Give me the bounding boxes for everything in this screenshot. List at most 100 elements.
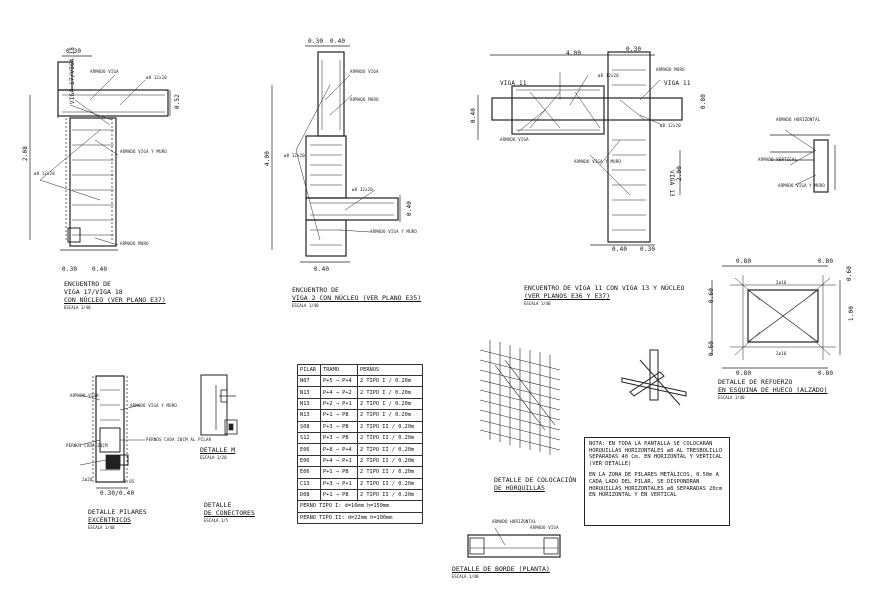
hueco-bar-bot: 2ø16 (776, 351, 787, 356)
detail-hueco (711, 265, 841, 369)
d3-note-0: ARMADO VIGA (500, 137, 529, 142)
table-footer-row: PERNO TIPO I: d=16mm h=150mm (297, 500, 423, 513)
d2-note-1: ARMADO VIGA Y MURO (370, 229, 417, 234)
d3-title-line-2: (VER PLANOS E36 Y E37) (524, 292, 611, 300)
cell-tramo: P+4 → P+1 (320, 454, 358, 468)
cell-pilar: N13 (297, 386, 321, 399)
d4-note-1: ARMADO VERTICAL (758, 157, 798, 162)
borde-note-1: ARMADO VIGA (530, 525, 559, 530)
d3-dim-top-b: 0.30 (626, 46, 642, 53)
d3-note-4: ø8 12x20 (660, 123, 681, 128)
d4-note-0: ARMADO HORIZONTAL (776, 117, 821, 122)
conectores-title-line-2: DE CONECTORES (204, 509, 255, 517)
detalle-m-title: DETALLE M (200, 446, 236, 454)
d3-dim-left: 0.40 (470, 107, 478, 124)
cell-pernos: 2 TIPO II / 0.20m (356, 420, 424, 433)
cell-pernos: 2 TIPO I / 0.20m (356, 397, 424, 411)
d2-note-0: ARMADO VIGA (350, 69, 379, 74)
d2-note-3: ø8 12x20 (284, 153, 305, 158)
cell-pilar: N13 (297, 409, 321, 422)
d1-dim-bot-a: 0.30 (62, 266, 78, 273)
pil-note-0: ARMADO VIGA (70, 393, 99, 398)
hueco-dim-4: 1.00 (848, 305, 856, 322)
detalle-m-scale: ESCALA 1/20 (200, 455, 227, 460)
hueco-dim-7: 0.60 (708, 340, 716, 357)
d1-note-4: ø8 12x20 (34, 171, 55, 176)
d1-note-0: ARMADO VIGA (90, 69, 119, 74)
cell-pernos: 2 TIPO II / 0.20m (356, 488, 424, 502)
hueco-title-line-1: DETALLE DE REFUERZO (718, 378, 793, 386)
hueco-title-line-2: EN ESQUINA DE HUECO (ALZADO) (718, 386, 828, 394)
d3-note-1: ARMADO VIGA Y MURO (574, 159, 621, 164)
horquillas-title: DETALLE DE COLOCACIÓN DE HORQUILLAS (494, 476, 576, 492)
borde-title-line: DETALLE DE BORDE (PLANTA) (452, 565, 550, 573)
cell-pernos: 2 TIPO II / 0.20m (356, 466, 424, 479)
d3-note-3: ø8 12x20 (598, 73, 619, 78)
cell-pilar: E06 (297, 466, 321, 479)
d3-dim-col: 2.00 (676, 165, 684, 182)
borde-note-0: ARMADO HORIZONTAL (492, 519, 537, 524)
d3-beam-1: VIGA 11 (500, 80, 527, 87)
hueco-dim-5: 0.80 (736, 370, 752, 377)
d2-note-4: ø8 12x20 (352, 187, 373, 192)
detail-horquilla-3d (621, 349, 687, 406)
pil-title-line-1: DETALLE PILARES (88, 508, 147, 516)
cell-pilar: E06 (297, 454, 321, 468)
pil-note-2: PERNOS CADA 20CM AL PILAR (146, 437, 212, 442)
cell-pilar: E06 (297, 443, 321, 456)
d3-dim-bot-a: 0.40 (612, 246, 628, 253)
d3-dim-bot-b: 0.30 (640, 246, 656, 253)
hueco-title: DETALLE DE REFUERZO EN ESQUINA DE HUECO … (718, 378, 828, 402)
d1-title-line-2: VIGA 17/VIGA 18 (64, 288, 123, 296)
borde-title: DETALLE DE BORDE (PLANTA) ESCALA 1/40 (452, 565, 550, 581)
cell-pernos: 2 TIPO II / 0.20m (356, 477, 424, 490)
d2-note-2: ARMADO MURO (350, 97, 379, 102)
borde-scale: ESCALA 1/40 (452, 574, 479, 579)
d2-dim-bot: 0.40 (314, 266, 330, 273)
pil-title: DETALLE PILARES EXCÉNTRICOS ESCALA 1/40 (88, 508, 147, 532)
cell-pernos: 2 TIPO II / 0.20m (356, 431, 424, 445)
pil-title-line-2: EXCÉNTRICOS (88, 516, 132, 524)
detail-horquillas-grid (479, 340, 561, 455)
cell-pernos: 2 TIPO I / 0.20m (356, 386, 424, 399)
detail-viga2-nucleo (271, 45, 401, 263)
detail-pilares (79, 375, 145, 489)
d1-title: ENCUENTRO DE VIGA 17/VIGA 18 CON NÚCLEO … (64, 280, 166, 312)
header-pernos: PERNOS (356, 364, 424, 376)
d4-note-2: ARMADO VIGA Y MURO (778, 183, 825, 188)
d3-dim-top: 4.00 (566, 50, 582, 57)
d2-scale: ESCALA 1/40 (292, 303, 319, 308)
d2-dim-height: 4.00 (264, 150, 272, 167)
d1-note-1: ARMADO VIGA Y MURO (120, 149, 167, 154)
d3-dim-right: 0.80 (700, 93, 708, 110)
footer-perno-tipo-1: PERNO TIPO I: d=16mm h=150mm (297, 500, 423, 513)
cell-tramo: P+5 → P+4 (320, 374, 358, 388)
cell-tramo: P+1 → PB (320, 488, 358, 502)
hueco-dim-3: 0.60 (846, 265, 854, 282)
cell-tramo: P+3 → PB (320, 420, 358, 433)
note-box: NOTA: EN TODA LA PANTALLA SE COLOCARÁN H… (584, 437, 730, 526)
detail-viga11-viga13 (477, 51, 683, 246)
d2-title: ENCUENTRO DE VIGA 2 CON NÚCLEO (VER PLAN… (292, 286, 421, 310)
note-paragraph-2: EN LA ZONA DE PILARES METÁLICOS, 0.50m A… (589, 472, 723, 499)
hueco-dim-2: 0.60 (708, 287, 716, 304)
hueco-dim-6: 0.80 (818, 370, 834, 377)
pil-note-1: ARMADO VIGA Y MURO (130, 403, 177, 408)
d1-note-2: ARMADO MURO (120, 241, 149, 246)
detail-viga17-viga18 (29, 55, 171, 251)
pil-dim-1: 0.05 (124, 479, 135, 484)
pil-note-3: PERNOS CADA 20CM (66, 443, 108, 448)
cell-tramo: P+1 → PB (320, 466, 358, 479)
hueco-scale: ESCALA 1/40 (718, 395, 745, 400)
